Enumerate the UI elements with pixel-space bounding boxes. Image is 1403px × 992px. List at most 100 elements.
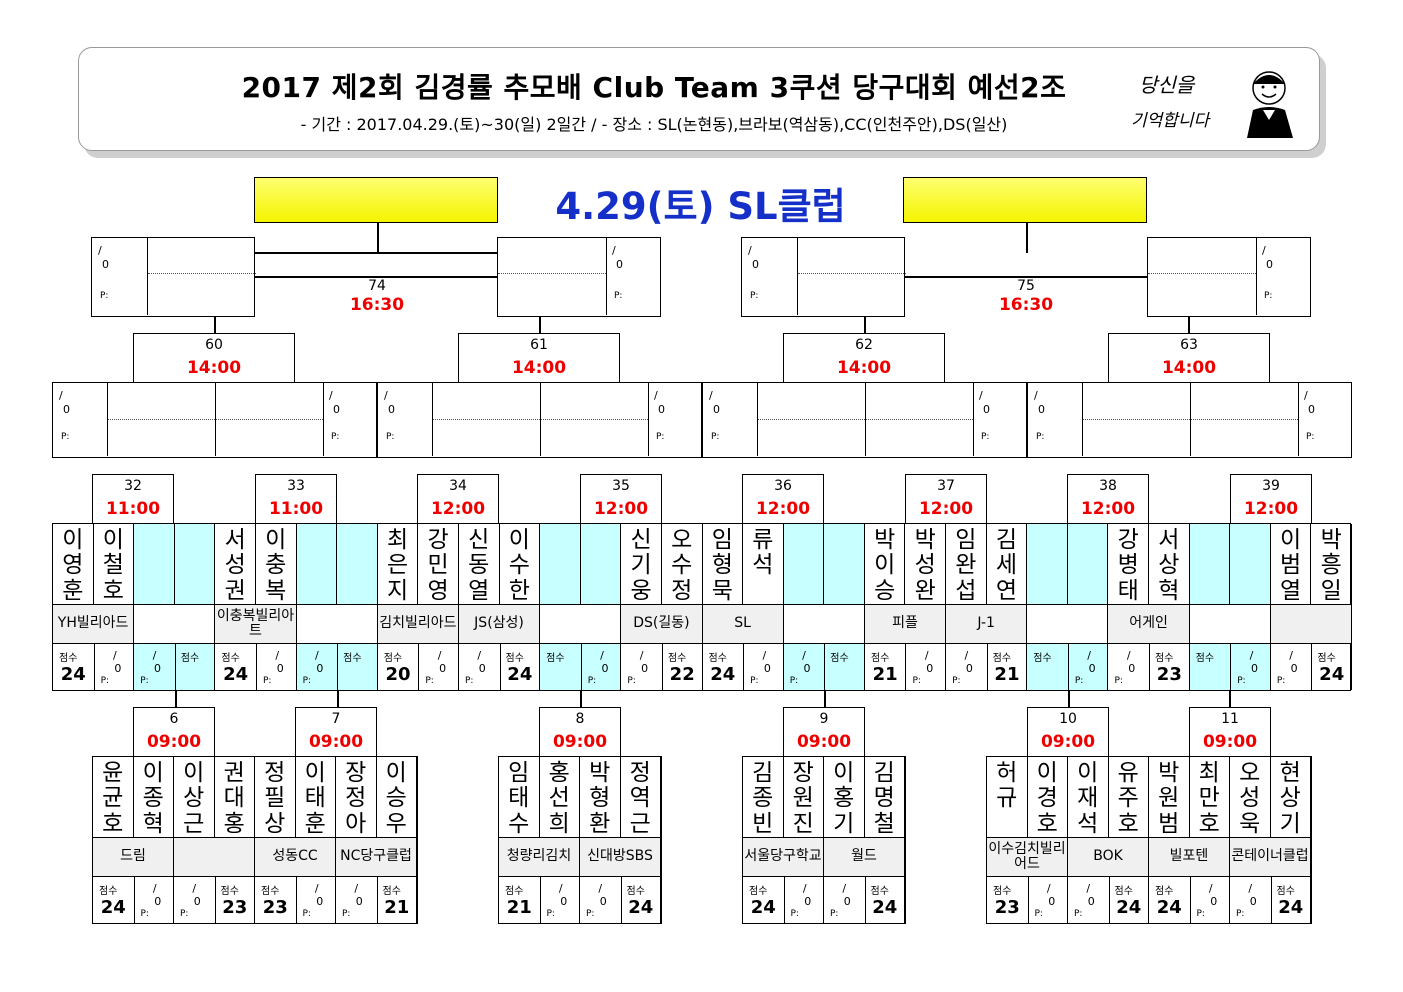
p-label: P: xyxy=(100,676,110,686)
score-value: 23 xyxy=(994,897,1020,918)
match-number: 11 xyxy=(1221,711,1239,727)
p-label: P: xyxy=(1237,676,1246,686)
player-name: 장정아 xyxy=(336,757,377,837)
team-club xyxy=(134,604,216,644)
slash-mark: / xyxy=(1248,882,1253,895)
match-time: 11:00 xyxy=(268,499,324,519)
team-club xyxy=(540,604,622,644)
team-club: 피플 xyxy=(864,604,947,644)
p-label: P: xyxy=(546,909,555,919)
match-number: 74 xyxy=(368,278,386,294)
score-value: 23 xyxy=(1156,664,1182,685)
p-label: P: xyxy=(100,291,109,301)
match-time: 14:00 xyxy=(1161,358,1217,378)
team-club: 콘테이너클럽 xyxy=(1230,837,1311,877)
team-names xyxy=(1027,524,1109,604)
match-time: 12:00 xyxy=(1243,499,1299,519)
match-time: 16:30 xyxy=(998,295,1054,315)
score-part: 점수 xyxy=(1190,644,1231,690)
divider xyxy=(147,238,148,315)
connector-line xyxy=(255,276,497,278)
p-label: P: xyxy=(302,909,311,919)
slot-fraction: /0 xyxy=(59,389,70,417)
p-label: P: xyxy=(1306,432,1315,442)
logo-line2: 기억합니다 xyxy=(1131,111,1212,131)
p-label: P: xyxy=(425,676,434,686)
score-label: 점수 xyxy=(59,653,78,664)
player-name xyxy=(134,524,175,604)
player-name: 이철호 xyxy=(94,524,135,604)
zero-mark: 0 xyxy=(1249,895,1257,909)
slash-mark: / xyxy=(354,882,359,895)
player-name xyxy=(337,524,378,604)
zero-mark: 0 xyxy=(1266,257,1273,271)
zero-mark: 0 xyxy=(153,662,161,676)
slot-fraction: /0 xyxy=(174,882,215,908)
slot-fraction: /0 xyxy=(95,649,136,675)
yellow-bar-right xyxy=(903,177,1147,223)
match-time: 09:00 xyxy=(308,732,364,752)
p-label: P: xyxy=(627,676,636,686)
p-label: P: xyxy=(1114,676,1123,686)
zero-mark: 0 xyxy=(355,895,363,909)
slash-mark: / xyxy=(598,882,603,895)
divider xyxy=(648,383,649,456)
player-name xyxy=(1068,524,1109,604)
score-label: 점수 xyxy=(221,653,240,664)
slash-mark: / xyxy=(275,649,280,662)
p-label: P: xyxy=(331,432,340,442)
team-club: 이수김치빌리어드 xyxy=(987,837,1068,877)
player-name: 서성권 xyxy=(215,524,256,604)
connector-line xyxy=(1188,317,1190,333)
match-number: 32 xyxy=(124,478,142,494)
match-number: 35 xyxy=(612,478,630,494)
zero-mark: 0 xyxy=(1251,662,1259,676)
score-value: 24 xyxy=(872,897,898,918)
slot-fraction: /0 xyxy=(612,244,623,272)
slot-fraction: /0 xyxy=(906,649,947,675)
slash-mark: / xyxy=(964,649,969,662)
p-label: P: xyxy=(750,676,759,686)
score-label: 점수 xyxy=(99,886,118,897)
zero-mark: 0 xyxy=(63,402,70,416)
zero-mark: 0 xyxy=(276,662,284,676)
connector-line xyxy=(580,691,582,707)
slot-fraction: /0 xyxy=(1231,649,1272,675)
player-name xyxy=(784,524,825,604)
player-name: 이범열 xyxy=(1271,524,1312,604)
slot-fraction: /0 xyxy=(135,882,176,908)
connector-line xyxy=(377,223,379,253)
player-name: 박흥일 xyxy=(1311,524,1352,604)
player-name: 이홍기 xyxy=(824,757,865,837)
player-name: 이재석 xyxy=(1068,757,1109,837)
match-time: 12:00 xyxy=(1080,499,1136,519)
p-label: P: xyxy=(1074,676,1084,686)
team-names xyxy=(540,524,622,604)
player-name: 현상기 xyxy=(1271,757,1311,837)
connector-line xyxy=(539,317,541,333)
slash-mark: / xyxy=(748,244,752,257)
score-value: 23 xyxy=(222,897,248,918)
match-time: 11:00 xyxy=(105,499,161,519)
match-time: 16:30 xyxy=(349,295,405,315)
